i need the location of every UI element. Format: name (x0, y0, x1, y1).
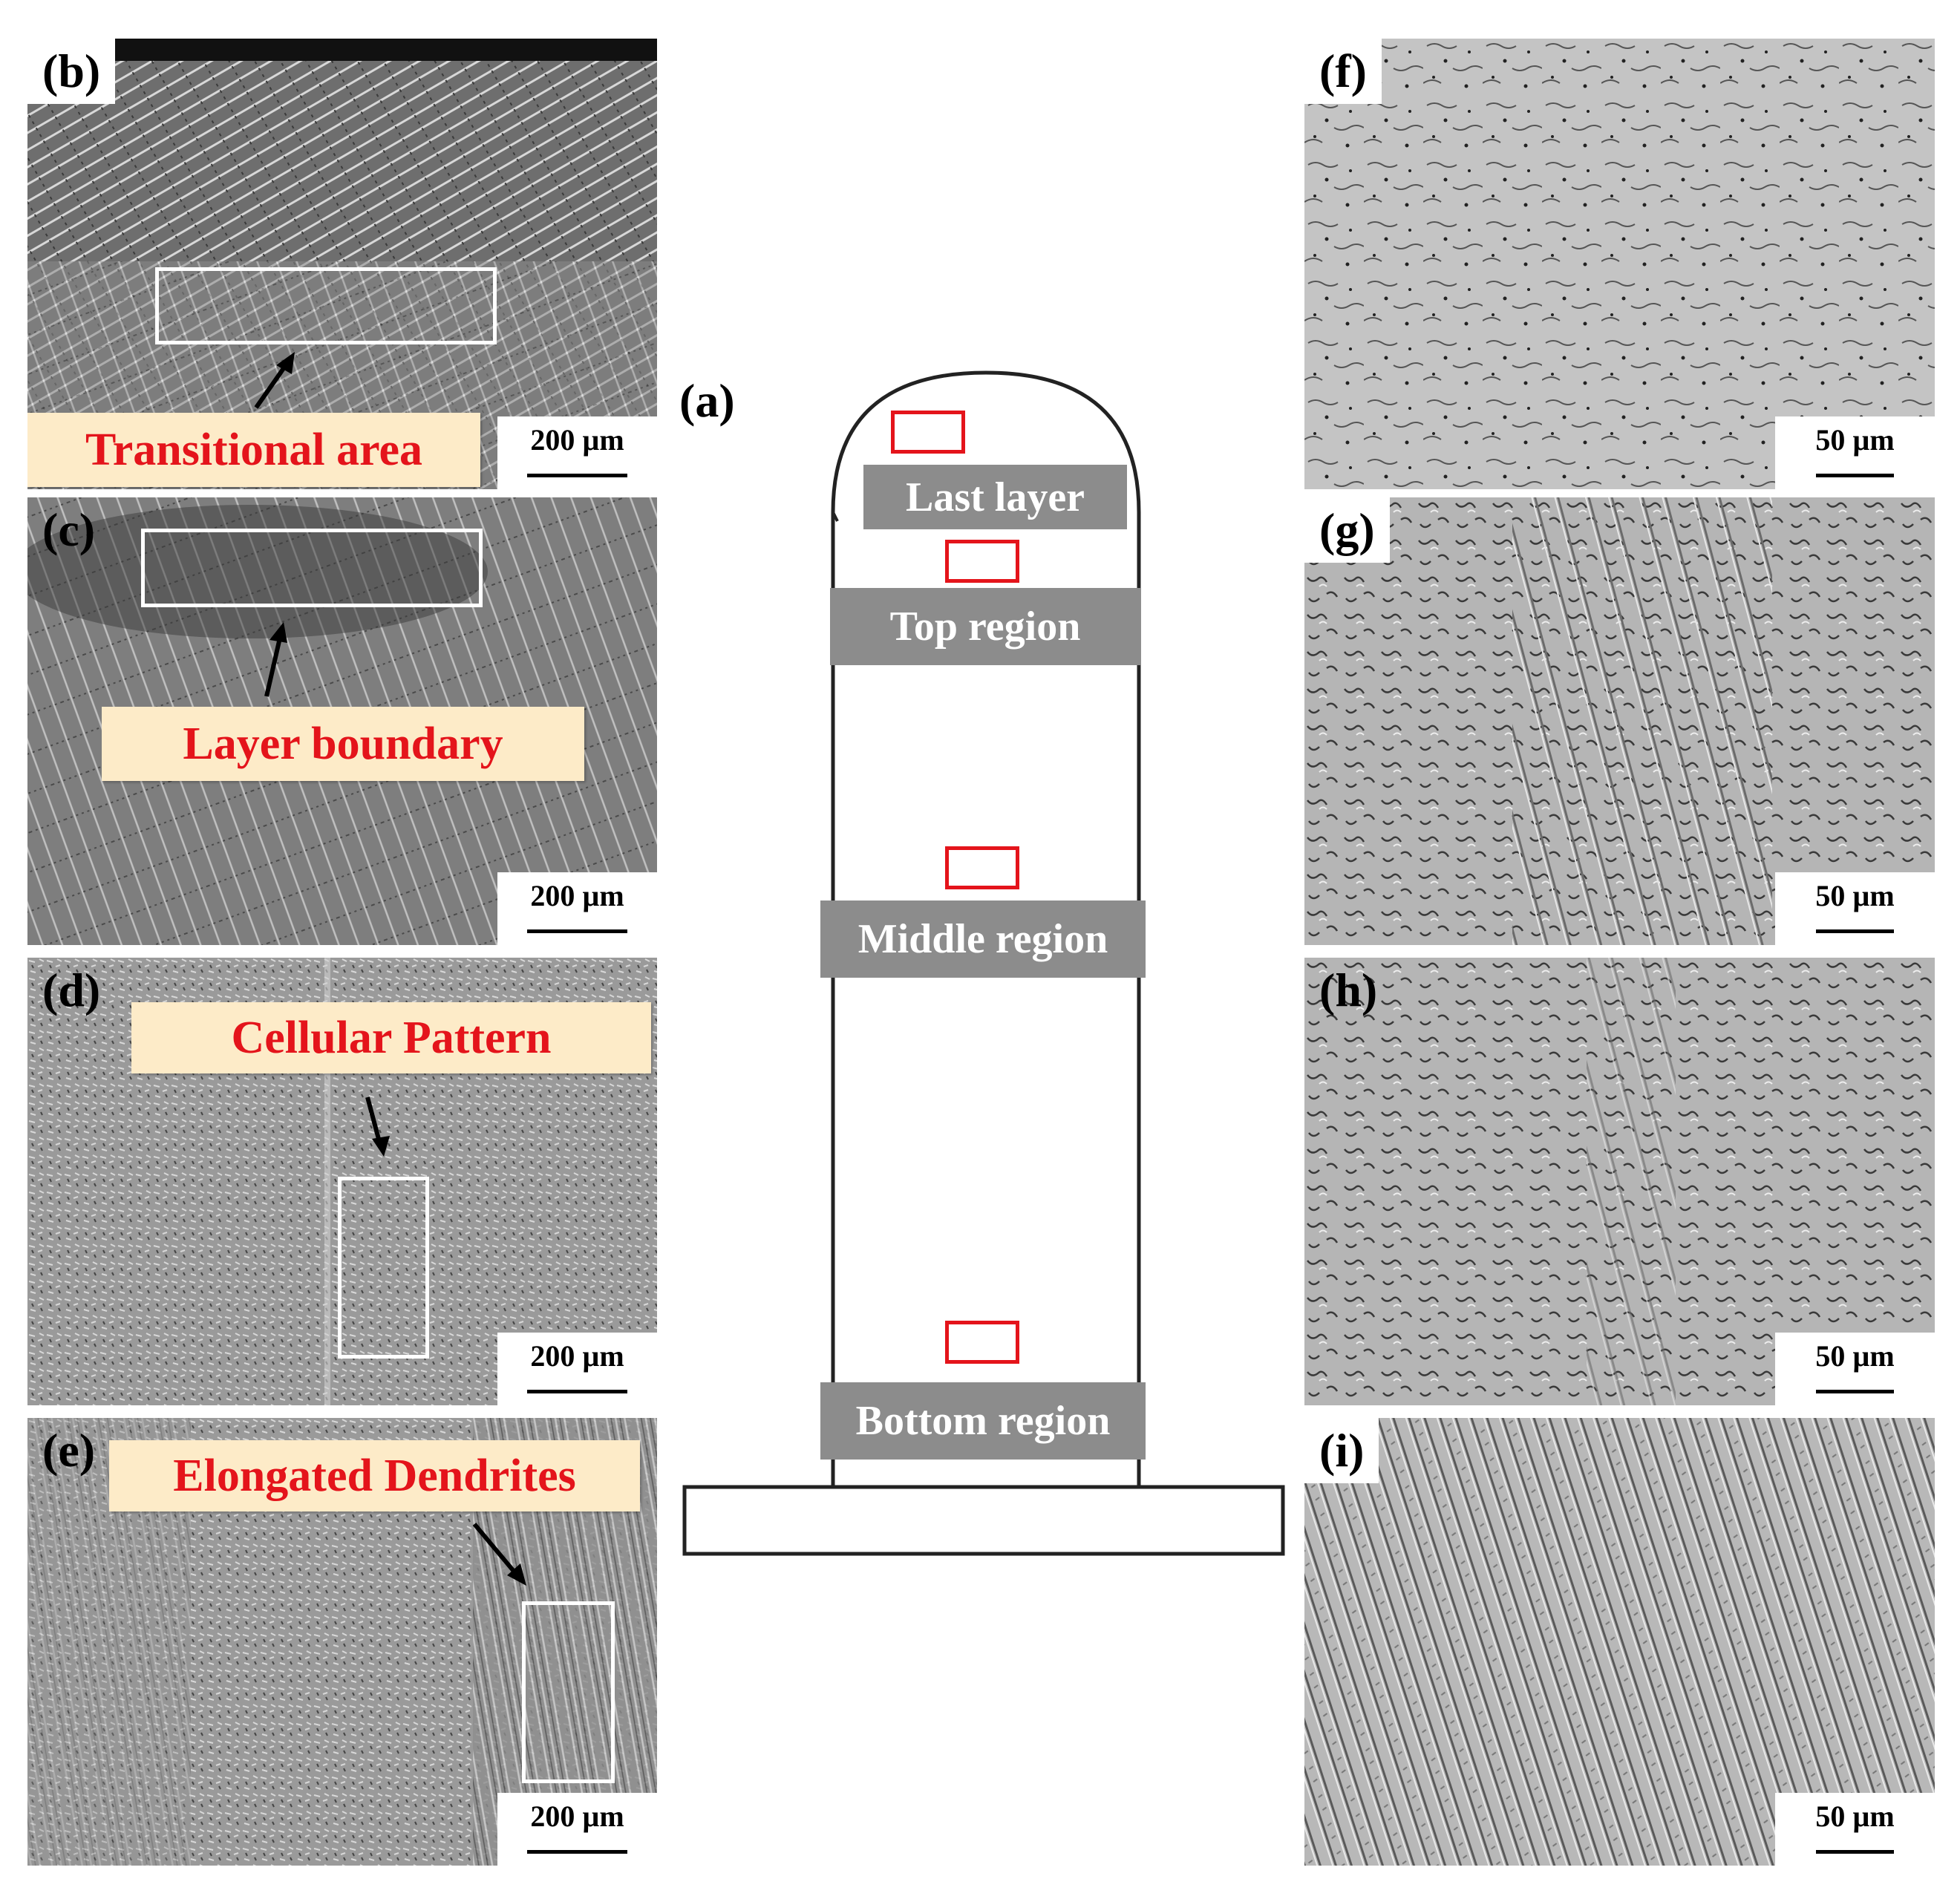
scale-line-d (527, 1390, 627, 1393)
panel-e: Elongated Dendrites (e) 200 µm (27, 1418, 657, 1866)
scale-text-d: 200 µm (530, 1339, 624, 1373)
panel-label-d: (d) (42, 964, 101, 1016)
region-middle: Middle region (820, 901, 1146, 978)
marker-last-layer (891, 411, 965, 454)
scale-line-i (1816, 1850, 1894, 1854)
panel-label-g: (g) (1304, 497, 1390, 563)
scale-text-f: 50 µm (1815, 423, 1895, 457)
panel-label-h: (h) (1319, 964, 1378, 1016)
scale-bar-b: 200 µm (497, 416, 657, 489)
scale-text-e: 200 µm (530, 1800, 624, 1833)
panel-label-f: (f) (1304, 39, 1382, 104)
micrograph-i (1304, 1418, 1935, 1866)
scale-line-c (527, 929, 627, 933)
scale-bar-e: 200 µm (497, 1793, 657, 1866)
panel-label-i: (i) (1304, 1418, 1379, 1483)
scale-line-e (527, 1850, 627, 1854)
callout-transitional-area: Transitional area (27, 413, 480, 487)
scale-bar-c: 200 µm (497, 872, 657, 945)
callout-elongated-dendrites: Elongated Dendrites (109, 1440, 640, 1511)
panel-f: (f) 50 µm (1304, 39, 1935, 489)
scale-bar-d: 200 µm (497, 1333, 657, 1405)
cellular-pattern-box (338, 1177, 429, 1359)
scale-bar-i: 50 µm (1775, 1793, 1935, 1866)
panel-label-a: (a) (679, 374, 735, 427)
panel-i: (i) 50 µm (1304, 1418, 1935, 1866)
layer-boundary-box (141, 529, 483, 607)
scale-text-c: 200 µm (530, 879, 624, 912)
scale-line-g (1816, 929, 1894, 933)
marker-middle-region (945, 846, 1019, 889)
panel-label-e: (e) (42, 1424, 96, 1477)
micrograph-h (1304, 958, 1935, 1405)
scale-line-h (1816, 1390, 1894, 1393)
scale-line-f (1816, 474, 1894, 477)
scale-text-h: 50 µm (1815, 1339, 1895, 1373)
scale-text-b: 200 µm (530, 423, 624, 457)
micrograph-g (1304, 497, 1935, 945)
scale-text-g: 50 µm (1815, 879, 1895, 912)
scale-bar-f: 50 µm (1775, 416, 1935, 489)
scale-text-i: 50 µm (1815, 1800, 1895, 1833)
scale-bar-h: 50 µm (1775, 1333, 1935, 1405)
elongated-dendrites-box (522, 1601, 615, 1783)
micrograph-f (1304, 39, 1935, 489)
panel-c: Layer boundary (c) 200 µm (27, 497, 657, 945)
callout-layer-boundary: Layer boundary (102, 707, 584, 781)
marker-top-region (945, 540, 1019, 583)
panel-label-c: (c) (42, 503, 96, 556)
panel-h: (h) 50 µm (1304, 958, 1935, 1405)
transitional-area-box (155, 267, 497, 344)
region-top: Top region (830, 588, 1140, 665)
scale-bar-g: 50 µm (1775, 872, 1935, 945)
panel-d: Cellular Pattern (d) 200 µm (27, 958, 657, 1405)
panel-b: Transitional area (b) 200 µm (27, 39, 657, 489)
region-bottom: Bottom region (820, 1382, 1146, 1460)
panel-g: (g) 50 µm (1304, 497, 1935, 945)
callout-cellular-pattern: Cellular Pattern (131, 1002, 651, 1073)
panel-label-b: (b) (27, 39, 116, 104)
scale-line-b (527, 474, 627, 477)
region-last-layer: Last layer (863, 465, 1127, 529)
marker-bottom-region (945, 1321, 1019, 1364)
